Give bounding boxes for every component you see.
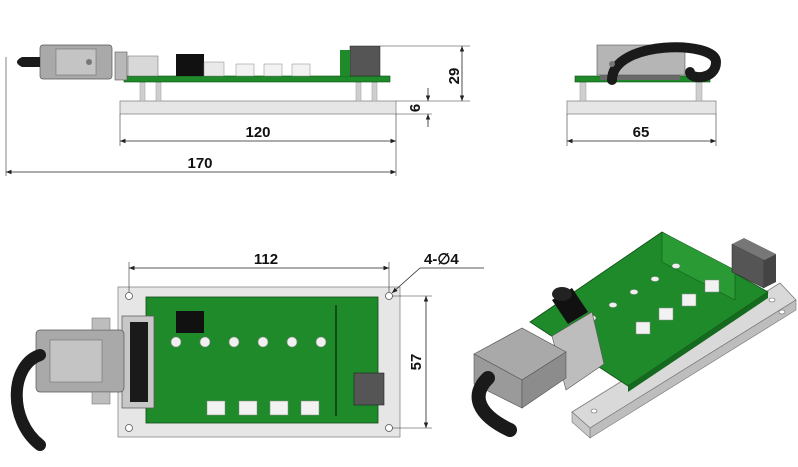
side-cable [17,57,40,67]
iso-cable [471,371,517,437]
top-header-connectors [206,400,320,416]
side-pcb [123,75,391,83]
mounting-holes [125,292,393,432]
hole-icon [125,424,133,432]
end-screw-icon [609,61,615,67]
dim-plate-6: 6 [407,104,424,112]
side-header-connectors [235,63,311,77]
iso-header-connectors [635,279,720,335]
side-standoffs [139,81,378,102]
side-rj-connector [349,45,381,77]
end-base-plate [566,100,717,115]
side-base-plate [119,100,397,115]
dim-height-29: 29 [446,68,463,85]
dim-length-120: 120 [245,124,270,141]
hole-icon [385,424,393,432]
hole-icon [590,408,598,414]
hole-icon [385,292,393,300]
hole-icon [125,292,133,300]
isometric-view [471,231,797,439]
top-view: 112 57 4-∅4 [10,251,484,451]
top-cable [10,349,46,451]
top-round-pads [170,336,327,348]
side-view: 29 6 120 170 [5,44,470,176]
end-cable-loop [607,42,722,85]
top-power-jack [176,311,204,333]
hole-callout: 4-∅4 [424,251,459,268]
dim-width-57: 57 [408,354,425,371]
side-db9-screw-icon [86,59,92,65]
iso-power-jack [552,287,588,324]
hole-icon [768,297,776,303]
dim-overall-170: 170 [187,155,212,172]
top-rj-connector [353,372,385,406]
dim-hole-span-112: 112 [254,251,278,268]
end-view: 65 [566,42,722,146]
dim-width-65: 65 [633,124,650,141]
side-power-jack [176,54,204,76]
side-db9-shell [114,51,128,81]
hole-icon [778,309,786,315]
